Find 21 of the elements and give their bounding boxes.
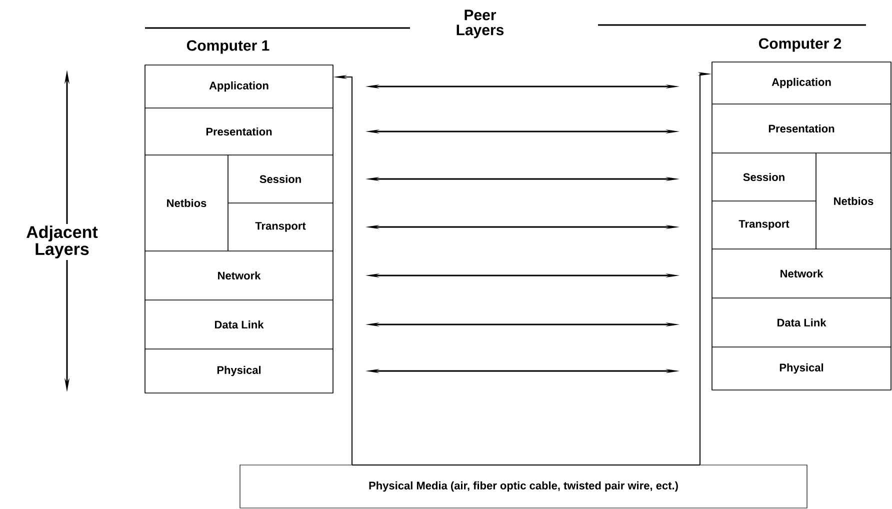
layer-box: Session: [712, 152, 816, 202]
layer-box: Network: [712, 248, 892, 298]
stack-heading: Computer 1: [186, 40, 270, 54]
adjacent-label: Adjacent Layers: [26, 226, 98, 258]
layer-box: Application: [712, 62, 892, 104]
layer-box: Transport: [228, 202, 334, 252]
media-box: Physical Media (air, fiber optic cable, twisted pair wire, ect.): [240, 464, 808, 508]
layer-box: Netbios: [144, 154, 228, 252]
layer-box: Netbios: [816, 152, 892, 250]
layer-box: Presentation: [144, 108, 334, 156]
stack-heading: Computer 2: [758, 38, 842, 52]
layer-box: Physical: [712, 346, 892, 390]
layer-box: Application: [144, 64, 334, 108]
layer-box: Physical: [144, 348, 334, 394]
layer-box: Presentation: [712, 104, 892, 154]
layer-box: Data Link: [144, 300, 334, 350]
peer-label: Peer Layers: [456, 10, 504, 38]
layer-box: Data Link: [712, 298, 892, 348]
layer-box: Session: [228, 154, 334, 204]
layer-box: Network: [144, 250, 334, 300]
layer-box: Transport: [712, 200, 816, 250]
